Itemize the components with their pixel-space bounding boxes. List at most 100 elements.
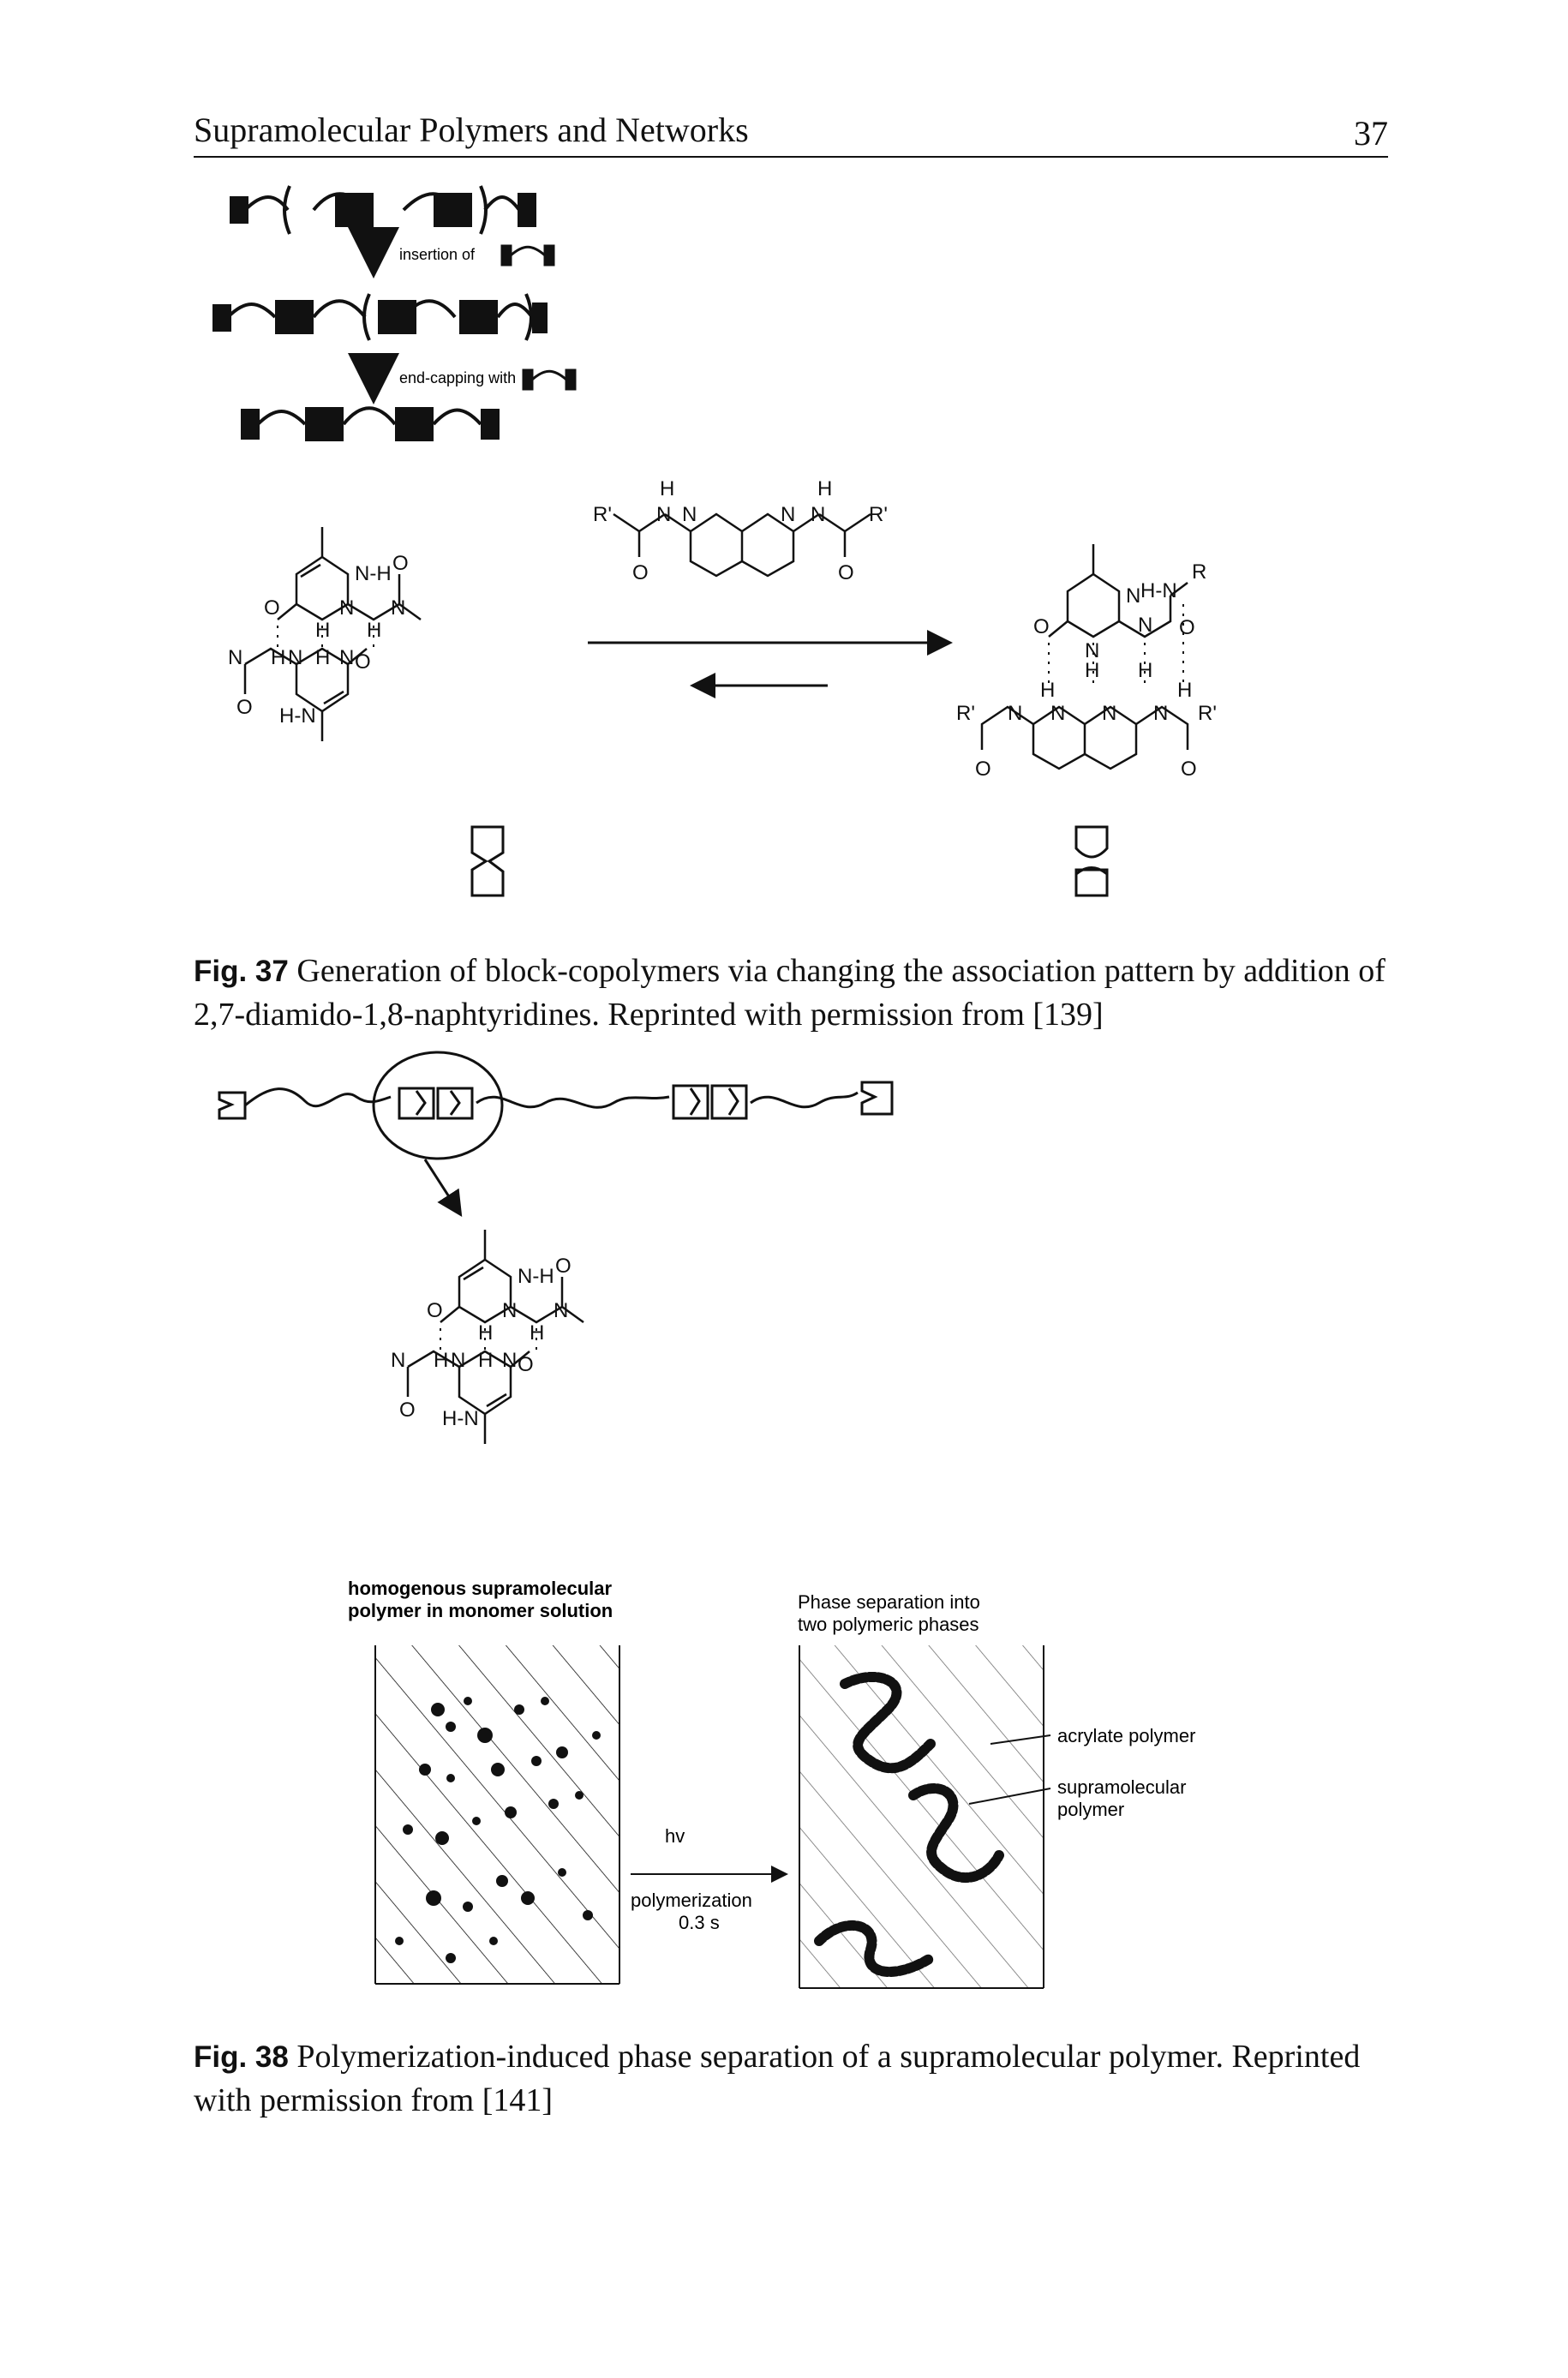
svg-text:H: H (1040, 679, 1055, 702)
svg-text:N: N (1126, 584, 1140, 608)
legend-acrylate: acrylate polymer (1057, 1725, 1195, 1746)
svg-text:N: N (1138, 614, 1152, 637)
end-capping-label: end-capping with (399, 369, 516, 386)
svg-text:O: O (1181, 758, 1197, 781)
arrow-bottom-label-2: 0.3 s (679, 1912, 720, 1933)
supramolecular-chain (218, 1051, 894, 1160)
svg-text:N: N (682, 503, 697, 526)
svg-text:R: R (1192, 560, 1206, 584)
svg-text:N: N (1008, 702, 1022, 725)
svg-text:N: N (656, 503, 671, 526)
upy-naphthyridine-complex: N H-N R O O N N H H H H N N N N R' R' O … (956, 544, 1217, 781)
svg-text:N: N (288, 646, 302, 669)
phase-separated-domains (814, 1672, 1004, 1977)
svg-text:N: N (1102, 702, 1116, 725)
svg-text:N: N (339, 646, 354, 669)
svg-text:N: N (391, 596, 405, 620)
figure-37-caption: Fig. 37 Generation of block-copolymers v… (194, 949, 1388, 1036)
upy-dimer-left: N-H O N N O H H H H N N N O O H-N (228, 527, 422, 741)
svg-text:N-H: N-H (518, 1265, 554, 1288)
right-panel (799, 1645, 1044, 1989)
polymer-row-3 (256, 406, 482, 426)
svg-text:R': R' (869, 503, 888, 526)
svg-text:R': R' (593, 503, 612, 526)
legend-supramolecular-1: supramolecular (1057, 1776, 1186, 1798)
svg-text:H-N: H-N (1140, 579, 1177, 602)
diamido-naphthyridine: H H N N N N R' R' O O (593, 477, 888, 584)
svg-text:N: N (502, 1349, 517, 1372)
svg-text:O: O (555, 1255, 572, 1278)
svg-text:O: O (1033, 615, 1050, 638)
svg-text:H: H (271, 646, 285, 669)
svg-text:O: O (518, 1353, 534, 1376)
svg-text:R': R' (1198, 702, 1217, 725)
left-panel (374, 1645, 620, 1985)
svg-text:R': R' (956, 702, 975, 725)
svg-text:H: H (530, 1321, 544, 1345)
arrow-top-label: hv (665, 1825, 685, 1847)
svg-text:N: N (391, 1349, 405, 1372)
svg-text:H: H (478, 1349, 493, 1372)
figure-38-label: Fig. 38 (194, 2040, 289, 2074)
svg-text:N: N (1085, 639, 1099, 662)
svg-text:N: N (228, 646, 242, 669)
insertion-unit-icon (500, 244, 555, 267)
end-group-right (518, 193, 536, 227)
svg-text:O: O (392, 552, 409, 575)
left-panel-title-1: homogenous supramolecular (348, 1578, 612, 1599)
figure-37-caption-text: Generation of block-copolymers via chang… (194, 953, 1385, 1033)
legend-leader-1 (990, 1734, 1051, 1745)
svg-text:H: H (434, 1349, 448, 1372)
svg-text:N: N (781, 503, 795, 526)
svg-text:H: H (660, 477, 674, 500)
svg-text:O: O (236, 696, 253, 719)
svg-text:N: N (554, 1299, 568, 1322)
svg-text:O: O (355, 650, 371, 674)
svg-text:O: O (1179, 616, 1195, 639)
svg-text:O: O (264, 596, 280, 620)
legend-leader-2 (968, 1788, 1051, 1805)
arrow-bottom-label-1: polymerization (631, 1890, 752, 1911)
svg-text:H-N: H-N (279, 704, 316, 728)
page-number: 37 (1354, 114, 1388, 153)
block-a (335, 193, 374, 227)
right-panel-title-1: Phase separation into (798, 1591, 980, 1613)
figure-38-caption-text: Polymerization-induced phase separation … (194, 2039, 1361, 2118)
heterocomplex-symbol (1074, 825, 1109, 897)
svg-text:O: O (838, 561, 854, 584)
right-panel-title-2: two polymeric phases (798, 1614, 979, 1635)
svg-text:H: H (478, 1321, 493, 1345)
running-head: Supramolecular Polymers and Networks 37 (194, 105, 1388, 158)
legend-supramolecular-2: polymer (1057, 1799, 1124, 1820)
svg-text:H: H (367, 619, 381, 642)
figure-37-label: Fig. 37 (194, 955, 289, 988)
svg-text:N: N (811, 503, 825, 526)
upy-dimer-symbol (470, 825, 505, 897)
svg-text:O: O (975, 758, 991, 781)
upy-dimer-detail: N-H O N N O H H H H N N N O O H-N (391, 1230, 584, 1444)
end-group-left (230, 196, 248, 224)
svg-text:H: H (1177, 679, 1192, 702)
figure-38: N-H O N N O H H H H N N N O O H-N homoge… (218, 1051, 1195, 1989)
zoom-arrow (423, 1159, 463, 1218)
running-title: Supramolecular Polymers and Networks (194, 111, 749, 149)
end-cap-unit-icon (522, 368, 577, 391)
svg-text:H: H (817, 477, 832, 500)
svg-text:H: H (315, 646, 330, 669)
svg-text:H: H (315, 619, 330, 642)
dispersed-supramolecular-fragments (395, 1697, 601, 1963)
svg-text:H: H (1138, 659, 1152, 682)
figure-37: insertion of end-capping with (212, 185, 1217, 897)
svg-text:O: O (427, 1299, 443, 1322)
svg-text:O: O (632, 561, 649, 584)
block-b (434, 193, 472, 227)
svg-text:N: N (1050, 702, 1065, 725)
figure-38-caption: Fig. 38 Polymerization-induced phase sep… (194, 2035, 1388, 2122)
left-panel-title-2: polymer in monomer solution (348, 1600, 613, 1621)
svg-text:H: H (1085, 659, 1099, 682)
svg-text:N: N (339, 596, 354, 620)
svg-text:N-H: N-H (355, 562, 392, 585)
svg-text:N: N (451, 1349, 465, 1372)
svg-text:H-N: H-N (442, 1407, 479, 1430)
insertion-label: insertion of (399, 246, 476, 263)
